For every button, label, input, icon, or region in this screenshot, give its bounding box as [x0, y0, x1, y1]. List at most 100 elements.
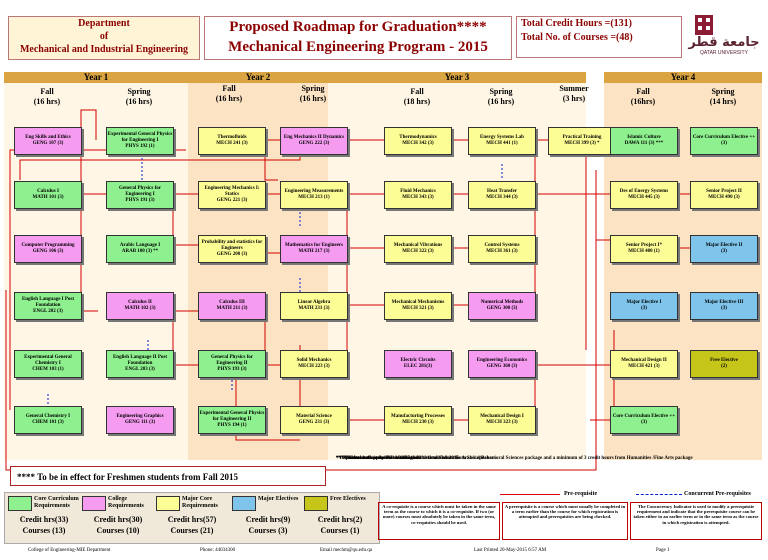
legend-label: Major Electives	[258, 496, 299, 502]
course-name: General Physics for Engineering I	[119, 186, 161, 197]
course-name: Electric Circuits	[400, 358, 436, 363]
coreq-explanation: A co-requisite is a course which must be…	[378, 502, 500, 540]
course-name: Senior Project I*	[625, 243, 663, 248]
course-code: MECH 480 (1)	[628, 249, 660, 254]
course-code: MECH 361 (3)	[486, 249, 518, 254]
course-name: Computer Programming	[21, 243, 75, 248]
semester-y1-spring: Spring(16 hrs)	[106, 87, 172, 107]
department-line1: Department	[78, 18, 130, 29]
course-box: Senior Project I*MECH 480 (1)	[610, 235, 678, 263]
semester-name: Fall	[222, 84, 236, 93]
legend-courses: Courses (10)	[96, 526, 140, 535]
course-code: (3)	[721, 141, 727, 146]
course-name: Mathematics for Engineers	[285, 243, 343, 248]
legend-swatch	[232, 496, 256, 511]
course-box: Major Elective I(3)	[610, 292, 678, 320]
legend-courses: Courses (13)	[22, 526, 66, 535]
course-code: DAWA 111 (3) ***	[624, 141, 664, 146]
course-name: Manufacturing Processes	[391, 414, 445, 419]
title-line2: Mechanical Engineering Program - 2015	[228, 39, 488, 55]
semester-y3-fall: Fall(18 hrs)	[384, 87, 450, 107]
course-box: Experimental General Physics for Enginee…	[106, 127, 174, 155]
footer-phone: Phone: 44034300	[200, 548, 236, 553]
course-code: GENG 107 (3)	[32, 141, 64, 146]
note-5: **** To be in effect for Freshmen studen…	[336, 456, 459, 461]
course-name: Material Science	[296, 414, 332, 419]
course-name: Practical Training	[562, 135, 602, 140]
course-box: Major Elective III(3)	[690, 292, 758, 320]
course-name: General Physics for Engineering II	[211, 355, 253, 366]
legend-credits: Credit hrs(9)	[245, 515, 291, 524]
course-name: Eng Mechanics II Dynamics	[283, 135, 345, 140]
note-1: * Departmental approval	[336, 456, 390, 461]
semester-name: Spring	[711, 87, 735, 96]
legend-label: Core Curriculum Requirements	[34, 496, 79, 509]
course-name: Mechanical Mechanisms	[391, 300, 445, 305]
course-box: Core Curriculum Elective ++(3)	[690, 127, 758, 155]
course-box: Major Elective II(3)	[690, 235, 758, 263]
coreq-legend-arrow	[636, 494, 682, 495]
course-name: Islamic Culture	[627, 135, 661, 140]
course-name: Arabic Language I	[119, 243, 161, 248]
course-name: Engineering Mechanics I: Statics	[204, 186, 260, 197]
prereq-legend-label: Pre-requisite	[564, 491, 598, 497]
course-code: MATH 101 (3)	[32, 195, 64, 200]
course-code: GENG 200 (3)	[216, 252, 248, 257]
course-code: GENG 221 (3)	[216, 198, 248, 203]
course-code: MECH 322 (3)	[402, 249, 434, 254]
course-code: GENG 111 (3)	[124, 420, 155, 425]
course-name: Calculus II	[128, 300, 152, 305]
course-name: English Language I Post Foundation	[21, 297, 75, 308]
legend-label: College Requirements	[108, 496, 144, 509]
course-code: MECH 241 (3)	[216, 141, 248, 146]
legend-swatch	[156, 496, 180, 511]
total-courses: Total No. of Courses =(48)	[521, 32, 633, 43]
course-code: MECH 321 (3)	[402, 306, 434, 311]
course-code: ARAB 100 (3) **	[121, 249, 159, 254]
course-name: Calculus III	[219, 300, 245, 305]
note-3: *** Offered both in Arabic and English	[336, 456, 421, 461]
total-credit-hours: Total Credit Hours =(131)	[521, 18, 632, 29]
course-code: (3)	[721, 249, 727, 254]
course-code: MECH 323 (3)	[486, 420, 518, 425]
course-code: MECH 344 (3)	[486, 195, 518, 200]
coreq-legend-label: Concurrent Pre-requisites	[684, 491, 751, 497]
semester-hours: (18 hrs)	[403, 97, 431, 106]
year2-bar: Year 2	[188, 72, 328, 83]
course-code: PHYS 192 (1)	[125, 144, 155, 149]
concurrent-explanation: The Concurrency Indicator is used to mod…	[630, 502, 762, 540]
logo-emblem-icon	[695, 15, 713, 35]
course-name: Core Curriculum Elective ++	[692, 135, 756, 140]
course-name: Experimental General Physics for Enginee…	[107, 132, 173, 143]
course-name: Control Systems	[484, 243, 520, 248]
totals-box: Total Credit Hours =(131) Total No. of C…	[516, 16, 682, 58]
course-name: Linear Algebra	[297, 300, 331, 305]
course-code: MECH 421 (3)	[628, 364, 660, 369]
legend-credits: Credit hrs(57)	[167, 515, 217, 524]
course-box: Core Curriculum Elective ++(3)	[610, 406, 678, 434]
footer-college: College of Engineering-MIE Department	[28, 548, 111, 553]
course-code: PHYS 193 (3)	[217, 367, 247, 372]
course-code: ENGL 203 (3)	[125, 367, 155, 372]
department-box: Department of Mechanical and Industrial …	[8, 16, 200, 60]
course-code: MATH 211 (3)	[216, 306, 248, 311]
